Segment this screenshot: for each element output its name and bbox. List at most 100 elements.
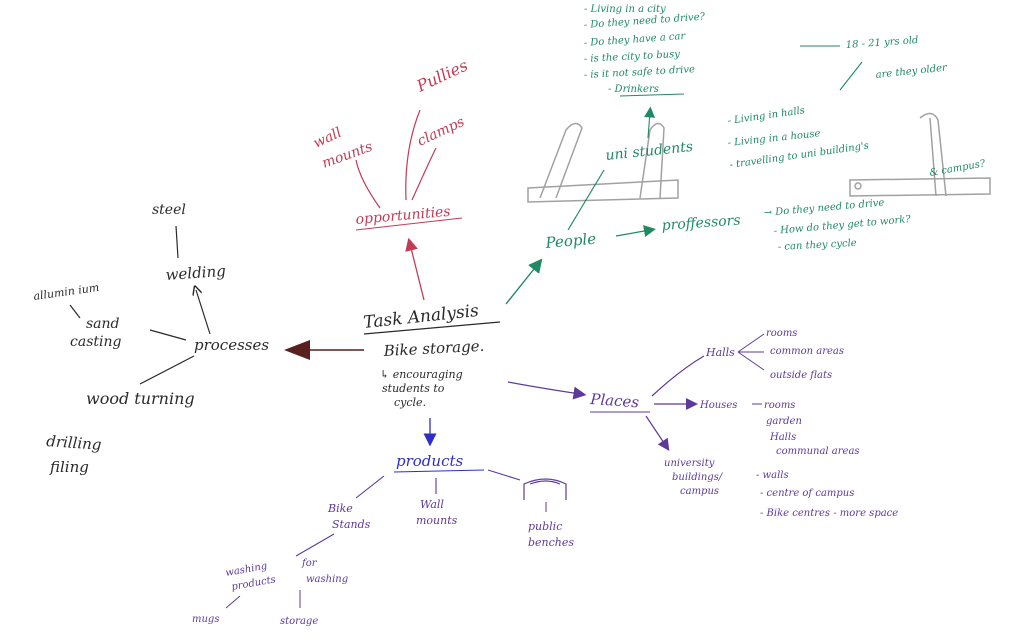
opportunities-to-clamps	[411, 147, 437, 201]
stands-text: Stands	[332, 518, 371, 531]
uni-item-0: - walls	[756, 470, 789, 481]
proff-q-2: - can they cycle	[778, 238, 857, 253]
products-to-public	[487, 469, 521, 481]
center-line-2: students to	[382, 382, 445, 395]
center-title: Task Analysis	[362, 301, 480, 333]
living-house-text: - Living in a house	[727, 128, 821, 149]
public-text: public	[528, 520, 562, 533]
halls-item-2: outside flats	[770, 370, 832, 381]
proff-q-1: - How do they get to work?	[773, 214, 911, 237]
age-text: 18 - 21 yrs old	[845, 35, 918, 51]
processes-to-wood	[139, 355, 195, 385]
opp-clamps-text: clamps	[415, 114, 467, 150]
people-list-3: - is the city to busy	[584, 49, 681, 65]
people-list-4: - is it not safe to drive	[584, 64, 696, 81]
prod-wall-text: Wall	[420, 498, 444, 511]
sand-text: sand	[86, 316, 120, 332]
rack-sketch-left-arch	[539, 122, 583, 199]
processes-label: processes	[194, 336, 269, 354]
allumin-to-sand	[69, 304, 81, 319]
rack-sketch-base-left	[527, 179, 679, 203]
houses-item-3: communal areas	[776, 446, 860, 457]
prod-mounts-text: mounts	[416, 514, 458, 527]
bike-text: Bike	[327, 502, 353, 515]
bike-to-washing	[295, 533, 335, 557]
welding-to-steel	[175, 225, 179, 259]
products-underline	[393, 469, 485, 473]
houses-item-0: rooms	[764, 400, 795, 411]
rack-sketch-base-right	[849, 177, 991, 197]
opp-wall-text: wall	[311, 125, 344, 152]
processes-arrowhead	[284, 340, 310, 360]
halls-item-0: rooms	[766, 328, 797, 339]
uni-students-text: uni students	[605, 139, 694, 164]
bike-rack-sketch	[527, 112, 991, 203]
people-branch: People uni students - Living in halls - …	[505, 4, 987, 305]
uni-to-list	[644, 106, 656, 139]
opportunities-connector	[405, 237, 425, 301]
university-text: university	[664, 458, 715, 469]
center-title-underline	[363, 321, 501, 335]
places-to-halls	[651, 355, 705, 397]
buildings-text: buildings/	[672, 472, 724, 483]
products-to-bike	[355, 475, 385, 499]
people-list-0: - Living in a city	[584, 4, 666, 15]
drinkers-underline	[619, 93, 685, 97]
wood-turning-text: wood turning	[86, 389, 195, 408]
proff-text: proffessors	[661, 213, 741, 234]
living-halls-text: - Living in halls	[727, 105, 806, 127]
opportunities-underline	[355, 217, 463, 231]
welding-text: welding	[165, 262, 226, 284]
processes-to-sand	[149, 329, 187, 341]
allumin-text: allumin ium	[33, 281, 100, 303]
center-node: Task Analysis Bike storage. ↳ encouragin…	[362, 301, 501, 409]
places-to-university	[645, 415, 670, 451]
houses-item-1: garden	[766, 416, 802, 427]
places-label: Places	[589, 390, 640, 411]
opportunities-to-pullies	[405, 109, 421, 201]
houses-text: Houses	[699, 400, 737, 411]
opportunities-branch: opportunities wall mounts Pullies clamps	[311, 56, 471, 301]
age-to-older	[839, 61, 863, 91]
halls-to-items	[737, 333, 765, 371]
uni-item-2: - Bike centres - more space	[760, 508, 898, 519]
for-text: for	[301, 558, 318, 569]
places-branch: Places Halls rooms common areas outside …	[507, 328, 898, 519]
drilling-text: drilling	[46, 432, 102, 454]
drinkers-text: - Drinkers	[608, 84, 659, 95]
for-washing-text: washing	[306, 574, 348, 585]
campus-q-text: & campus?	[929, 158, 987, 179]
processes-to-welding	[196, 290, 211, 335]
washing-products-text: products	[231, 574, 277, 593]
processes-branch: processes welding steel sand casting all…	[33, 202, 364, 476]
center-line-3: cycle.	[394, 396, 426, 409]
rack-sketch-right-arch	[919, 112, 947, 197]
proff-q-0: → Do they need to drive	[763, 197, 885, 219]
storage-text: storage	[280, 616, 318, 627]
halls-text: Halls	[705, 346, 735, 359]
places-connector	[507, 381, 587, 400]
mugs-text: mugs	[192, 614, 219, 625]
steel-text: steel	[152, 202, 186, 218]
halls-item-1: common areas	[770, 346, 844, 357]
people-to-proff	[615, 225, 656, 237]
houses-item-2: Halls	[769, 432, 796, 443]
center-subtitle: Bike storage.	[382, 337, 484, 360]
people-connector	[505, 258, 543, 305]
rack-sketch-left-arch-2	[639, 122, 665, 199]
filing-text: filing	[49, 458, 89, 476]
uni-item-1: - centre of campus	[760, 488, 854, 499]
people-list-2: - Do they have a car	[583, 31, 686, 49]
rack-sketch-joint	[854, 182, 862, 190]
products-label: products	[396, 452, 463, 470]
campus-text: campus	[680, 486, 719, 497]
people-label: People	[544, 230, 597, 252]
benches-text: benches	[528, 536, 574, 549]
products-branch: products Bike Stands Wall mounts public …	[192, 418, 574, 627]
opportunities-to-wall	[355, 159, 381, 209]
bench-sketch	[523, 478, 567, 500]
center-line-1: ↳ encouraging	[380, 368, 463, 381]
casting-text: casting	[70, 334, 121, 350]
opp-pullies-text: Pullies	[413, 56, 471, 97]
